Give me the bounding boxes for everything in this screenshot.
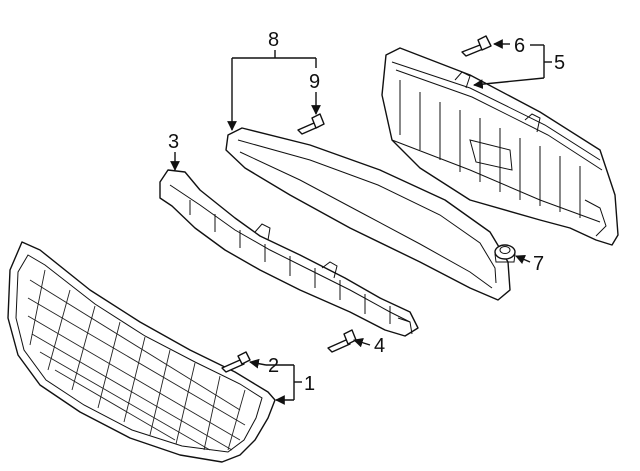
clip-part-7 [494, 244, 516, 263]
callout-9: 9 [309, 71, 320, 93]
leader-lines [170, 39, 552, 405]
screw-part-2 [221, 351, 251, 373]
grille-part [7, 241, 276, 463]
screw-part-4 [327, 329, 357, 353]
callout-5: 5 [554, 52, 565, 74]
screw-part-9 [297, 113, 325, 135]
callout-7: 7 [533, 253, 544, 275]
callout-4: 4 [374, 335, 385, 357]
grille-reinforcement-part [381, 47, 619, 246]
grille-bracket-part [159, 169, 419, 337]
callout-3: 3 [168, 131, 179, 153]
grille-molding-part [225, 127, 511, 301]
callout-6: 6 [514, 35, 525, 57]
callout-2: 2 [268, 355, 279, 377]
callout-1: 1 [304, 373, 315, 395]
callout-8: 8 [268, 29, 279, 51]
screw-part-6 [461, 35, 492, 57]
